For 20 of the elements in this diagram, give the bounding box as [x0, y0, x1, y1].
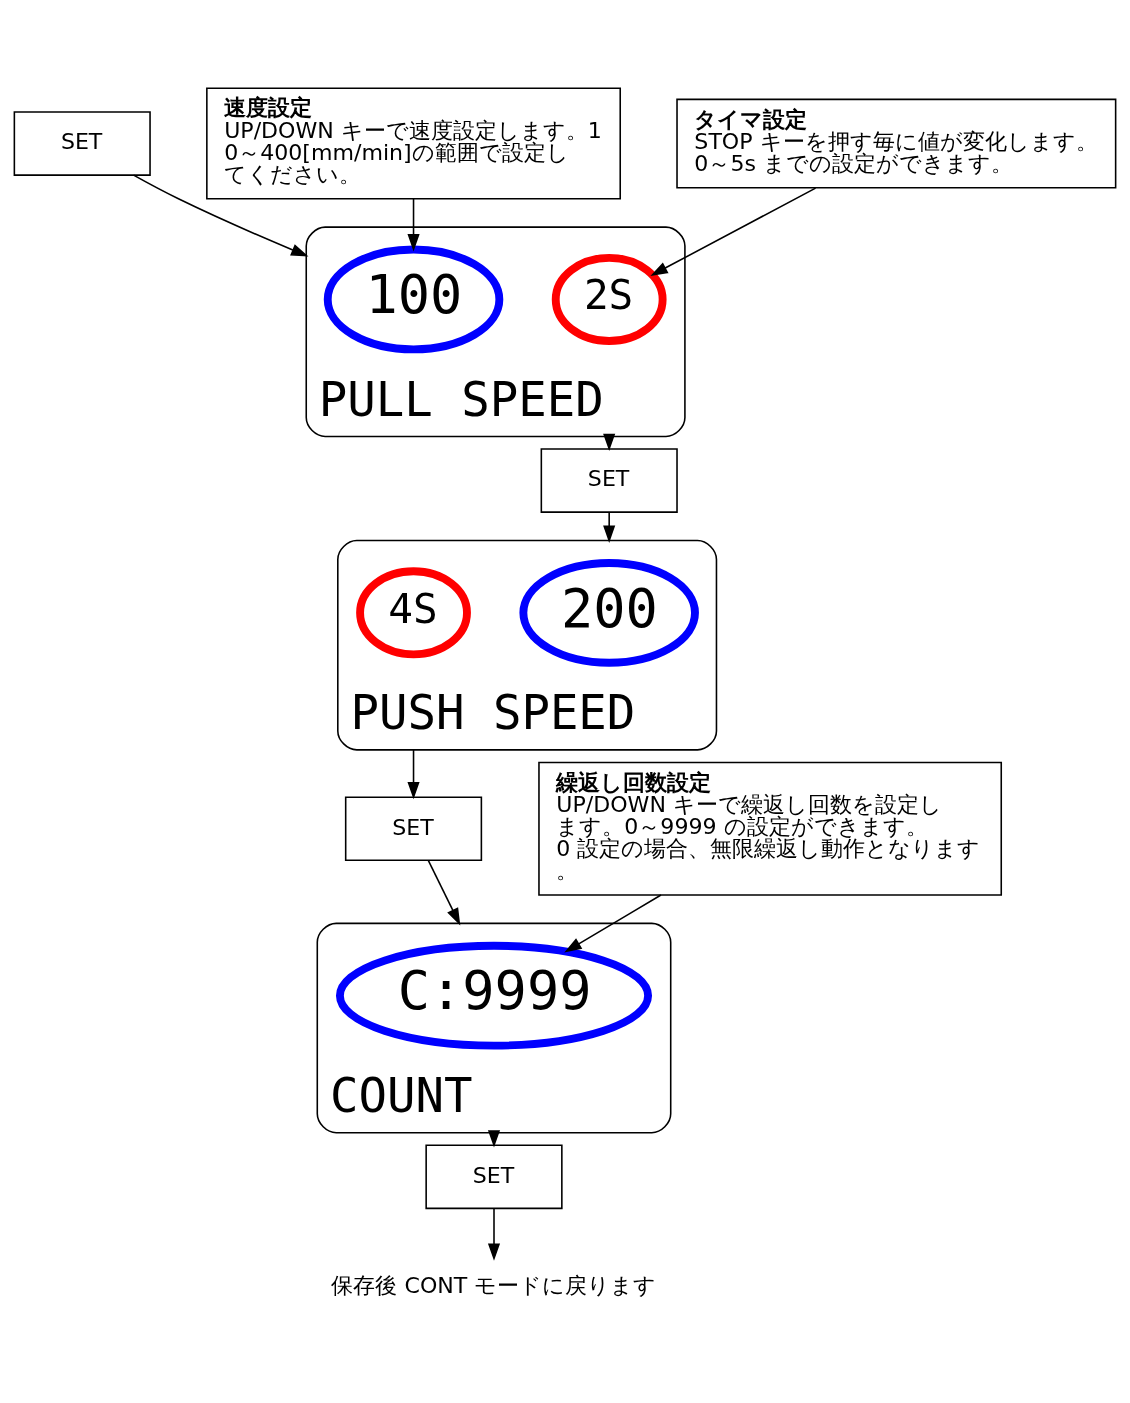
- node-box: SET: [425, 1144, 563, 1209]
- arrow: [427, 859, 461, 926]
- arrow: [132, 173, 309, 256]
- node-box: 繰返し回数設定 UP/DOWN キーで繰返し回数を設定します。0～9999 の設定ができます。 0 設定の場合、無限繰返し動作となります。: [538, 761, 1003, 896]
- node-box: SET: [540, 447, 678, 513]
- arrow: [650, 186, 817, 276]
- node-text: 保存後 CONT モードに戻ります: [331, 1272, 657, 1298]
- node-box: タイマ設定 STOP キーを押す毎に値が変化します。 0～5s までの設定ができます。: [676, 98, 1117, 188]
- arrow: [407, 748, 420, 799]
- node-box: SET: [344, 795, 483, 861]
- node-ellipse: C:9999: [335, 941, 653, 1050]
- node-ellipse: 200: [519, 558, 699, 667]
- node-ellipse: 4S: [356, 566, 471, 658]
- arrow: [487, 1207, 501, 1261]
- node-ellipse: 100: [323, 245, 504, 353]
- arrow: [564, 893, 662, 952]
- arrow: [407, 197, 420, 251]
- arrow: [603, 511, 616, 543]
- node-box: 速度設定 UP/DOWN キーで速度設定します。10～400[mm/min]の範囲で設定してください。: [206, 87, 621, 200]
- node-box: SET: [13, 110, 151, 176]
